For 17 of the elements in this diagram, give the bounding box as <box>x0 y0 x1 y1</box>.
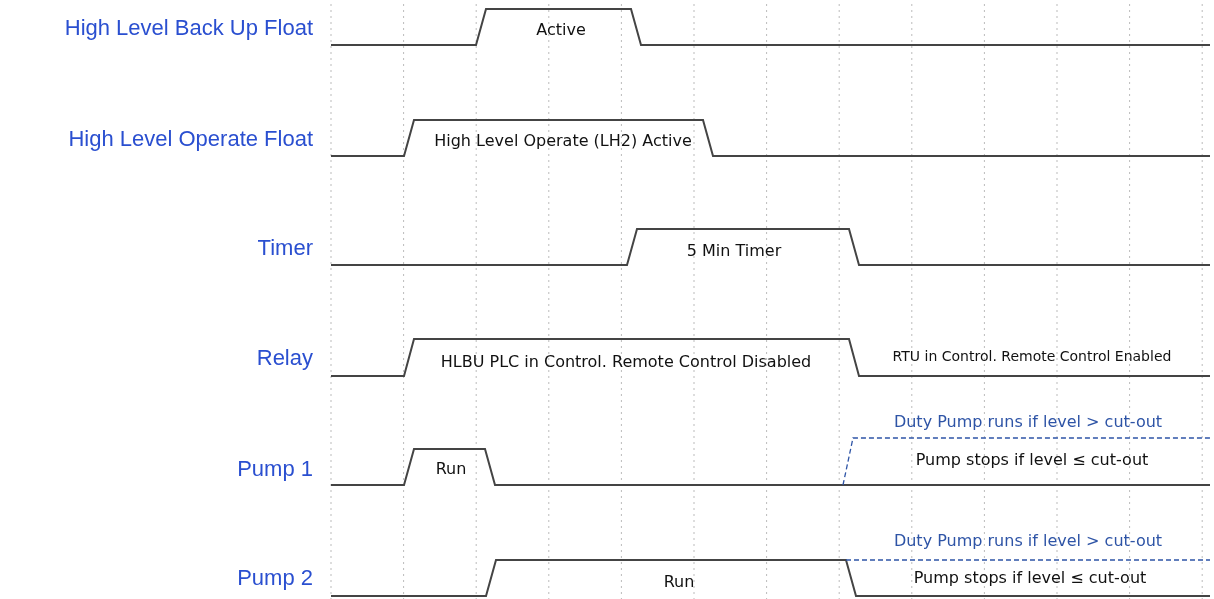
note-text: Duty Pump runs if level > cut-out <box>893 532 1163 550</box>
state-label: Pump stops if level ≤ cut-out <box>913 569 1147 587</box>
signal-name: Pump 2 <box>237 565 313 591</box>
signal-name: High Level Operate Float <box>68 126 313 152</box>
signal-name: Relay <box>256 345 313 371</box>
state-label: Pump stops if level ≤ cut-out <box>915 451 1149 469</box>
state-label: High Level Operate (LH2) Active <box>434 132 692 150</box>
signal-name: Pump 1 <box>237 456 313 482</box>
state-label: Run <box>663 573 695 591</box>
state-label: RTU in Control. Remote Control Enabled <box>892 349 1172 365</box>
state-label: 5 Min Timer <box>686 242 782 260</box>
signal-name: Timer <box>257 235 313 261</box>
note-text: Duty Pump runs if level > cut-out <box>893 413 1163 431</box>
state-label: Active <box>536 21 586 39</box>
state-label: Run <box>435 460 467 478</box>
state-label: HLBU PLC in Control. Remote Control Disabled <box>440 353 812 371</box>
signal-name: High Level Back Up Float <box>64 15 313 41</box>
